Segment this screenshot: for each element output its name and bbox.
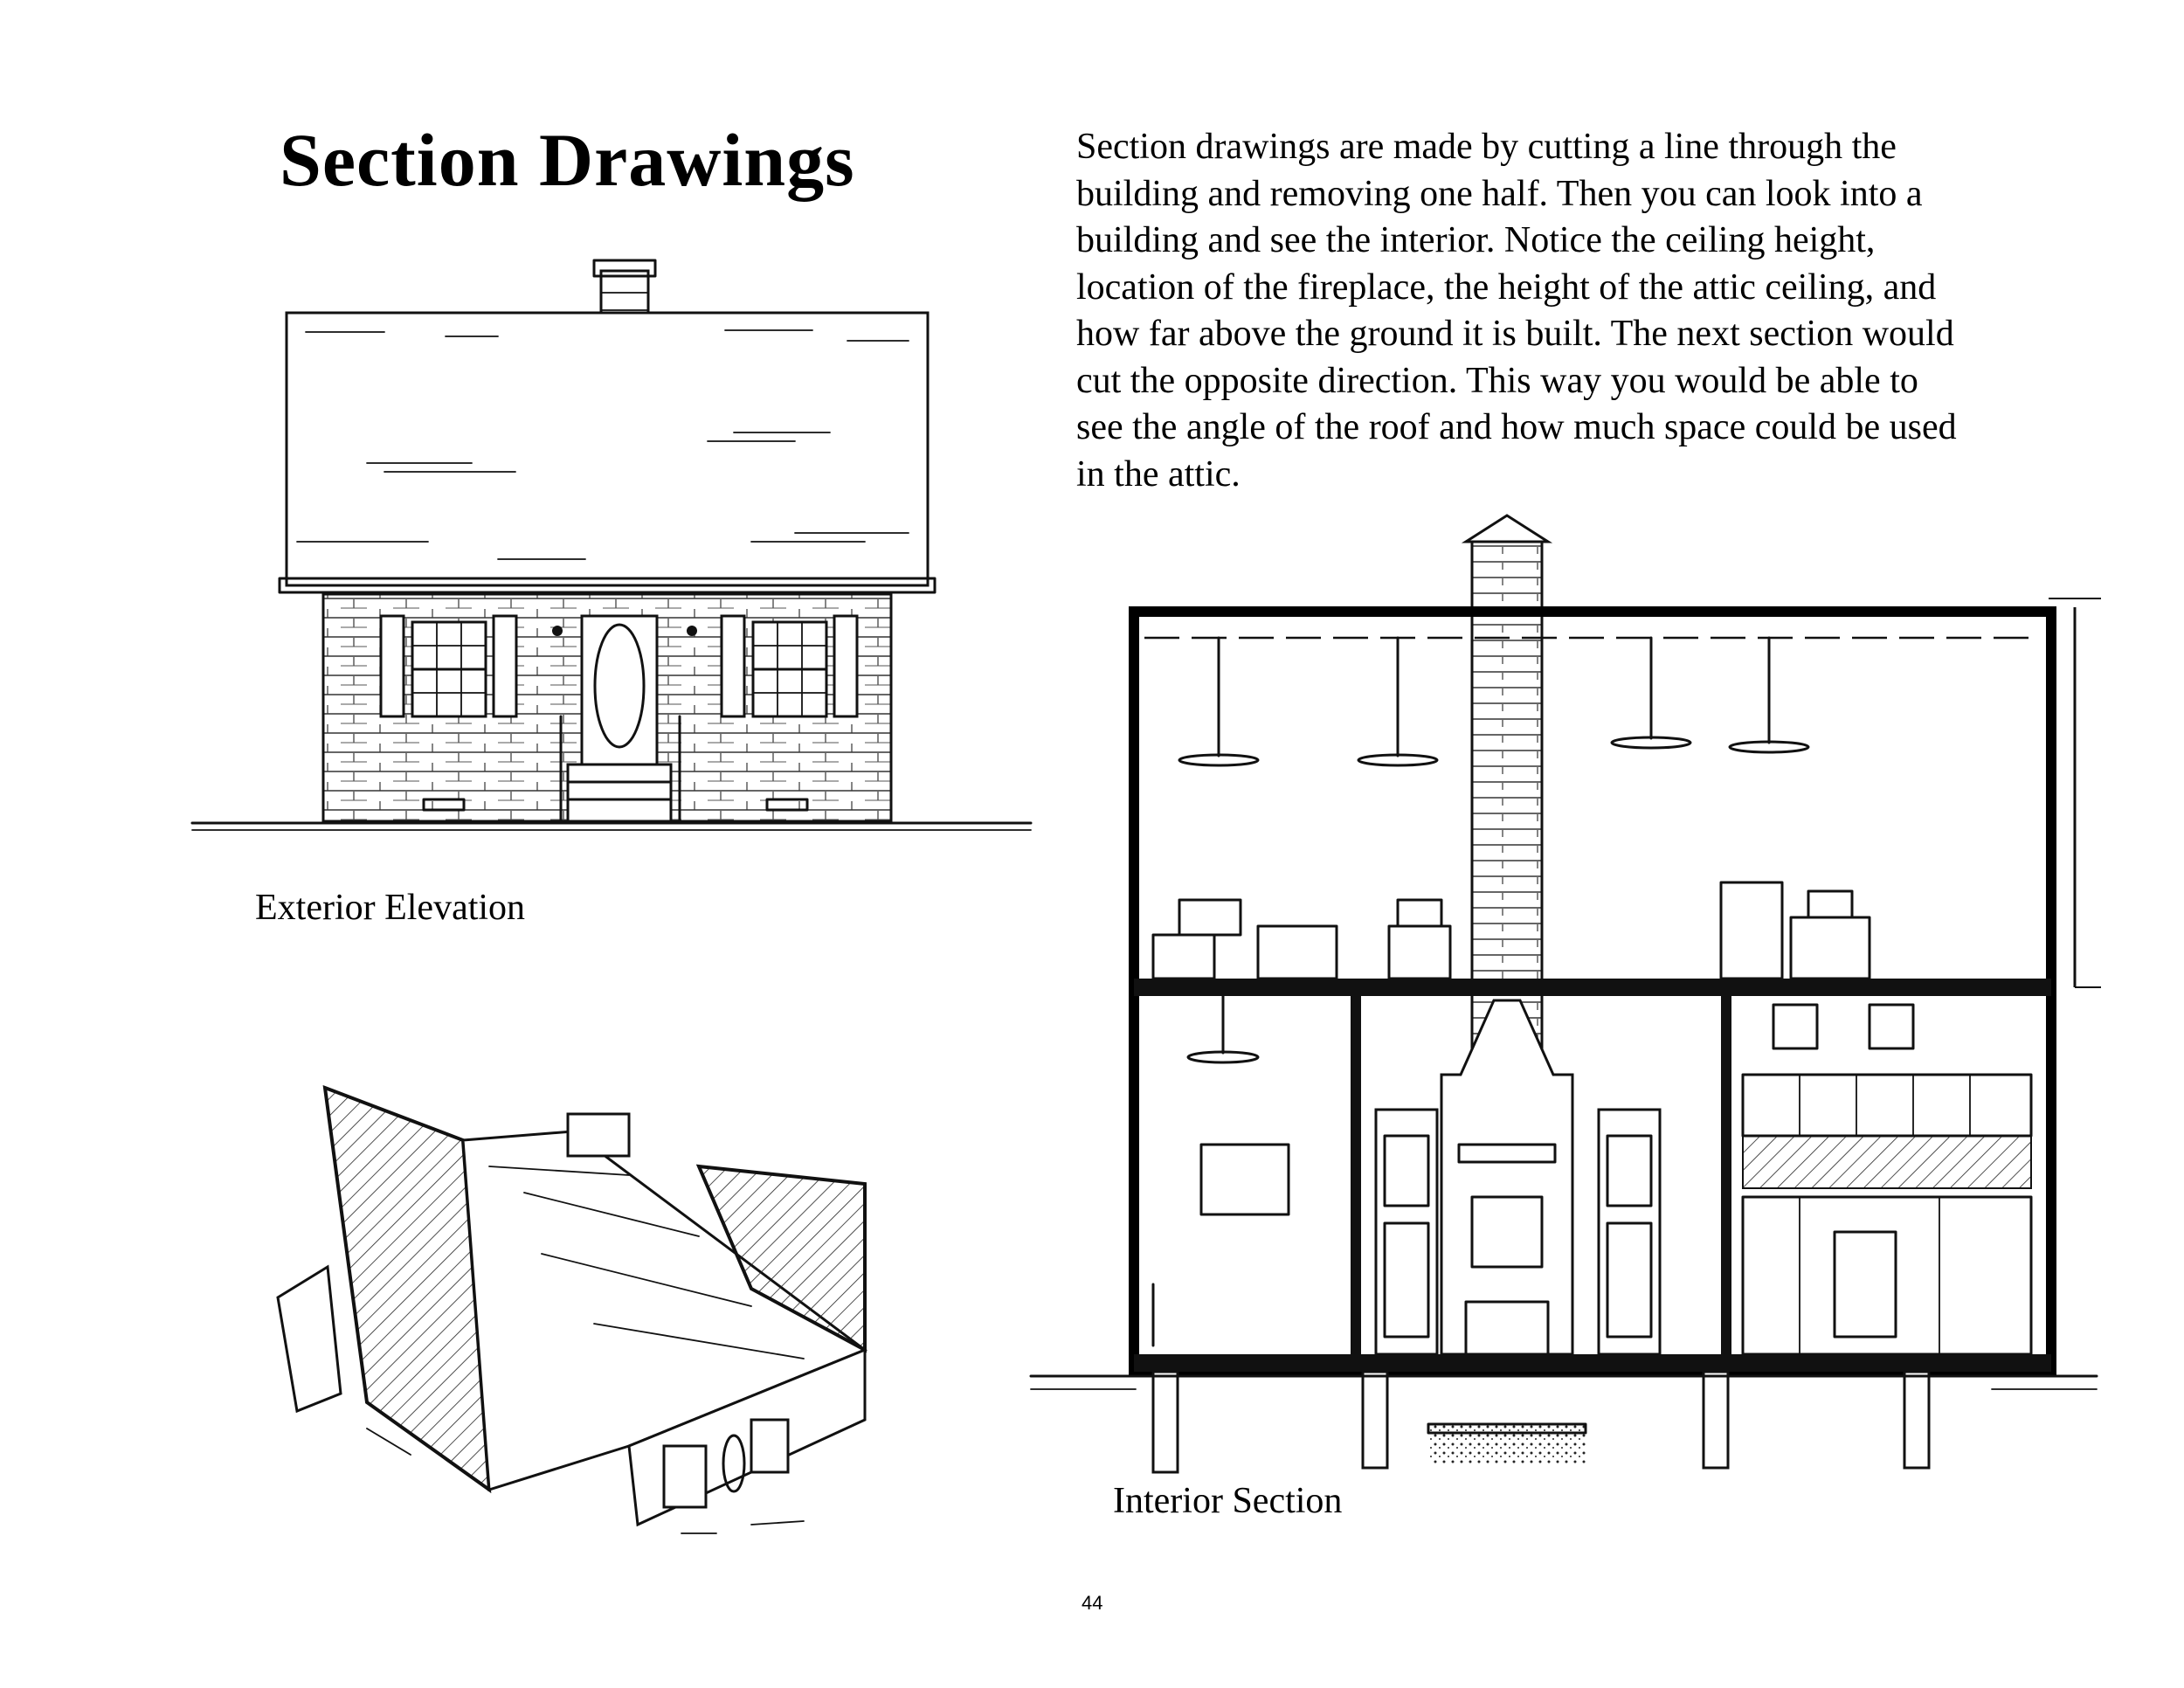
interior-section-caption: Interior Section — [1113, 1481, 1343, 1521]
page-title: Section Drawings — [280, 118, 855, 202]
exterior-elevation-drawing — [190, 259, 1033, 831]
exterior-elevation-caption: Exterior Elevation — [255, 888, 526, 928]
perspective-sketch-drawing — [276, 1084, 868, 1534]
page-number: 44 — [1082, 1592, 1103, 1614]
section-description: Section drawings are made by cutting a l… — [1076, 127, 1957, 495]
interior-section-drawing — [1029, 514, 2101, 1474]
